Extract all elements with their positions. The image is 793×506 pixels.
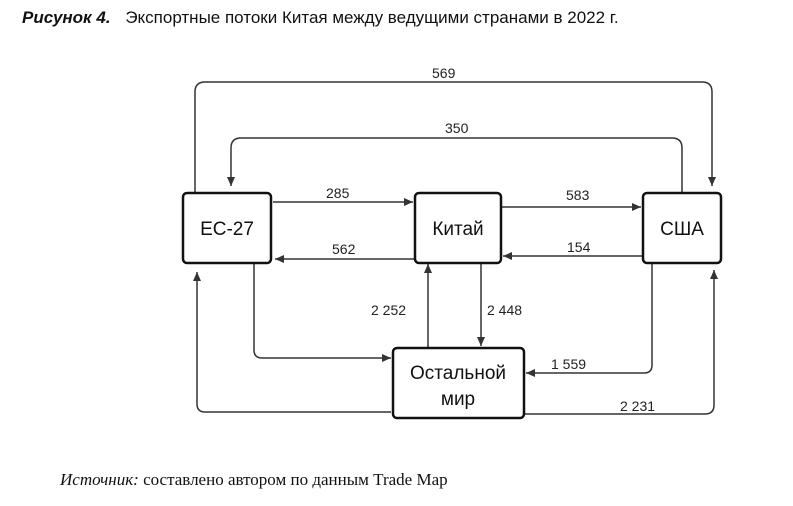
flow-label-285: 285 — [326, 185, 350, 201]
figure-number: Рисунок 4. — [22, 8, 111, 27]
source-note: Источник: составлено автором по данным T… — [60, 470, 448, 490]
source-label: Источник: — [60, 470, 139, 489]
flow-eu-to-rest — [253, 263, 391, 362]
node-usa-label: США — [660, 219, 704, 240]
flow-label-583: 583 — [566, 187, 590, 203]
node-rest-label-line2: мир — [441, 389, 475, 410]
flow-label-2252: 2 252 — [371, 302, 406, 318]
flow-label-562: 562 — [332, 241, 356, 257]
flow-rest-to-eu — [193, 272, 391, 413]
flow-rest-to-usa — [524, 270, 718, 415]
node-usa: США — [641, 191, 723, 265]
flow-label-154: 154 — [567, 239, 591, 255]
flow-label-569: 569 — [432, 65, 456, 81]
node-eu: ЕС-27 — [181, 191, 273, 265]
node-rest-of-world: Остальной мир — [391, 346, 526, 420]
flow-label-2448: 2 448 — [487, 302, 522, 318]
flow-usa-to-rest — [526, 263, 653, 377]
flow-label-2231: 2 231 — [620, 398, 655, 414]
flow-usa-to-eu-inner — [227, 137, 683, 193]
source-text: составлено автором по данным Trade Map — [138, 470, 448, 489]
figure-title: Экспортные потоки Китая между ведущими с… — [125, 8, 619, 27]
node-eu-label: ЕС-27 — [200, 219, 254, 240]
node-rest-label-line1: Остальной — [410, 363, 506, 384]
node-china: Китай — [413, 191, 503, 265]
flow-eu-to-usa-outer — [194, 81, 716, 193]
flow-label-1559: 1 559 — [551, 356, 586, 372]
node-china-label: Китай — [432, 219, 483, 240]
flow-label-350: 350 — [445, 120, 469, 136]
figure-caption: Рисунок 4. Экспортные потоки Китая между… — [22, 8, 619, 28]
